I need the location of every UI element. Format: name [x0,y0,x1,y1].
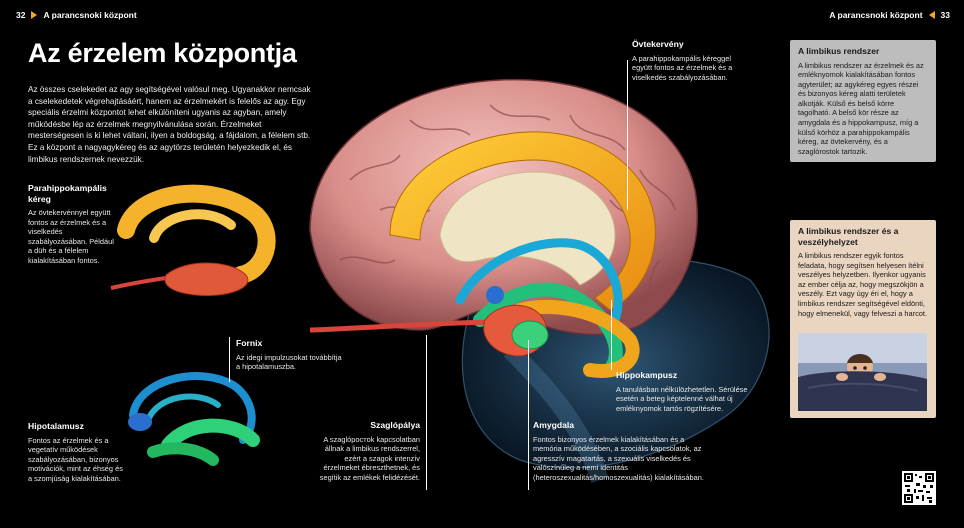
running-title-left: A parancsnoki központ [43,10,137,20]
label-hippocampus: Hippokampusz A tanulásban nélkülözhetetl… [616,370,766,413]
label-hypothalamus-text: Fontos az érzelmek és a vegetatív működé… [28,435,123,483]
danger-situation-box: A limbikus rendszer és a veszélyhelyzet … [790,220,936,418]
limbic-system-box-heading: A limbikus rendszer [798,46,880,56]
fornix-illustration [128,372,260,466]
qr-code[interactable] [902,471,936,505]
label-amygdala-heading: Amygdala [533,420,575,430]
label-hippocampus-heading: Hippokampusz [616,370,678,380]
limbic-system-box: A limbikus rendszer A limbikus rendszer … [790,40,936,162]
label-olfactory-text: A szaglóростok kapcsolatban állnak a lim… [319,434,420,482]
scared-child-photo [798,333,927,411]
leader-line-olfactory [426,335,427,490]
danger-situation-box-heading: A limbikus rendszer és a veszélyhelyzet [798,226,899,247]
label-olfactory-heading: Szaglópálya [370,420,420,430]
leader-line-cingulate [627,60,628,210]
label-cingulate: Övtekervény A parahippokampális kéreggel… [632,39,752,82]
label-parahippocampal: Parahippokampális kéreg Az övtekervénnye… [28,183,114,266]
running-head-left: 32 A parancsnoki központ [16,10,137,20]
label-hypothalamus-heading: Hipotalamusz [28,421,84,431]
label-amygdala: Amygdala Fontos bizonyos érzelmek kialak… [533,420,705,482]
label-fornix-text: Az idegi impulzusokat továbbítja a hipot… [236,352,342,372]
arrow-right-icon [31,11,38,19]
arrow-left-icon [928,11,935,19]
leader-line-hippocampus [611,300,612,370]
brain-illustration [309,78,770,483]
intro-paragraph: Az összes cselekedet az agy segítségével… [28,85,311,164]
parahippocampal-illustration [110,184,276,297]
qr-code-icon [904,473,934,503]
page-title: Az érzelem központja [28,38,297,68]
leader-line-amygdala [528,340,529,490]
running-title-right: A parancsnoki központ [829,10,923,20]
label-amygdala-text: Fontos bizonyos érzelmek kialakításában … [533,434,704,482]
page-number-left: 32 [16,10,26,20]
label-fornix-heading: Fornix [236,338,263,348]
label-olfactory: Szaglópálya A szaglóростok kapcsolatban … [312,420,420,482]
child-under-blanket-image [798,333,927,411]
label-fornix: Fornix Az idegi impulzusokat továbbítja … [236,338,346,372]
label-parahippocampal-text: Az övtekervénnyel együtt fontos az érzel… [28,208,114,265]
danger-situation-box-text: A limbikus rendszer egyik fontos feladat… [798,251,927,318]
label-hippocampus-text: A tanulásban nélkülözhetetlen. Sérülése … [616,384,748,413]
limbic-system-box-text: A limbikus rendszer az érzelmek és az em… [798,60,924,156]
label-hypothalamus: Hipotalamusz Fontos az érzelmek és a veg… [28,421,126,483]
label-cingulate-text: A parahippokampális kéreggel együtt font… [632,53,733,82]
leader-line-fornix [229,337,230,382]
page-number-right: 33 [940,10,950,20]
label-parahippocampal-heading: Parahippokampális kéreg [28,183,107,204]
running-head-right: A parancsnoki központ 33 [829,10,950,20]
label-cingulate-heading: Övtekervény [632,39,684,49]
